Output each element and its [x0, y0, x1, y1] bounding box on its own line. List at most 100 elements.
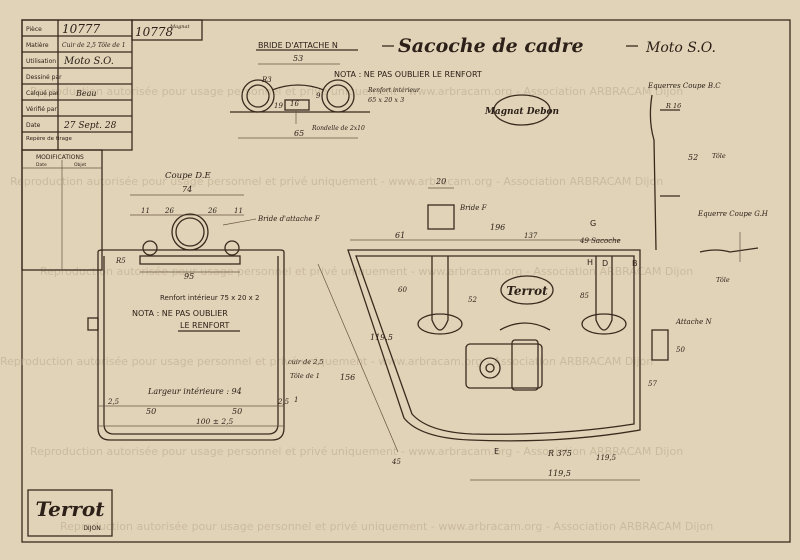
main-dim-57: 57	[648, 380, 657, 388]
label-calque: Calqué par	[26, 90, 59, 97]
watermark-line: Reproduction autorisée pour usage person…	[30, 85, 683, 98]
title-block: Pièce 10777 10778 Magnat Matière Cuir de…	[21, 19, 203, 271]
coupe-gh-label: Equerre Coupe G.H	[697, 210, 769, 218]
bride-dim-9: 9	[316, 92, 321, 100]
bride-dim-r3: R3	[261, 76, 272, 84]
bride-dim-65: 65	[294, 129, 304, 138]
coupe-bride-f: Bride d'attache F	[257, 215, 321, 223]
coupe-dim-100: 100 ± 2,5	[196, 417, 234, 426]
value-utilisation: Moto S.O.	[63, 56, 114, 67]
right-section-views: Equerres Coupe B.C R 16 52 Tôle Equerre …	[647, 82, 769, 284]
main-dim-1195c: 119,5	[548, 469, 571, 478]
footer-terrot-logo: Terrot DIJON	[27, 489, 113, 537]
main-attache-n: Attache N	[675, 318, 713, 326]
main-dim-85: 85	[580, 292, 589, 300]
bride-dim-16: 16	[290, 100, 299, 108]
coupe-nota-line1: NOTA : NE PAS OUBLIER	[132, 309, 228, 318]
main-label-b: B	[632, 259, 638, 268]
footer-logo-text: Terrot	[36, 497, 106, 521]
label-piece: Pièce	[26, 26, 42, 33]
bride-renfort: Renfort intérieur	[367, 87, 421, 94]
coupe-dim-25a: 2,5	[107, 398, 120, 406]
coupe-dim-11a: 11	[141, 207, 150, 215]
main-dim-196: 196	[490, 223, 505, 232]
magnat-debon-stamp: Magnat Debon	[484, 94, 559, 126]
value-piece-2: 10778	[135, 25, 174, 39]
bride-title: BRIDE D'ATTACHE N	[258, 41, 338, 50]
coupe-dim-74: 74	[182, 185, 192, 194]
main-bride-f: Bride F	[459, 204, 488, 212]
main-dim-61: 61	[395, 231, 405, 240]
main-dim-49: 49 Sacoche	[579, 237, 621, 245]
bride-dim-19: 19	[274, 102, 283, 110]
watermark-line: Reproduction autorisée pour usage person…	[40, 265, 693, 278]
main-dim-156: 156	[340, 373, 355, 382]
value-matiere: Cuir de 2,5 Tôle de 1	[62, 42, 126, 49]
coupe-de-title: Coupe D.E	[165, 171, 211, 181]
coupe-dim-1: 1	[294, 396, 298, 404]
value-date: 27 Sept. 28	[63, 121, 117, 131]
coupe-bc-label: Equerres Coupe B.C	[647, 82, 721, 90]
bride-dim-53: 53	[293, 54, 303, 63]
coupe-dim-r5: R5	[115, 257, 126, 265]
main-dim-45: 45	[391, 458, 401, 466]
coupe-largeur: Largeur intérieure : 94	[147, 387, 242, 396]
coupe-gh-tole: Tôle	[716, 276, 730, 284]
coupe-dim-11b: 11	[234, 207, 243, 215]
main-dim-60: 60	[398, 286, 407, 294]
bride-rondelle: Rondelle de 2x10	[311, 125, 365, 132]
main-dim-1195b: 119,5	[596, 454, 617, 462]
drawing-subtitle: Moto S.O.	[645, 40, 716, 56]
drawing-title: Sacoche de cadre	[398, 35, 584, 57]
label-dessine: Dessiné par	[26, 74, 62, 81]
main-terrot-logo: Terrot	[506, 284, 548, 298]
label-utilisation: Utilisation	[26, 58, 56, 65]
main-dim-r375: R 375	[547, 449, 572, 458]
label-repere: Repère de tirage	[26, 135, 73, 142]
value-calque: Beau	[75, 89, 97, 98]
watermark-line: Reproduction autorisée pour usage person…	[60, 520, 713, 533]
modifications-title: MODIFICATIONS	[36, 154, 84, 161]
coupe-dim-50b: 50	[232, 407, 242, 416]
bride-renfort-dim: 65 x 20 x 3	[368, 96, 404, 104]
sheet-border	[21, 19, 791, 543]
coupe-bc-r16: R 16	[665, 102, 681, 110]
main-dim-137: 137	[524, 232, 538, 240]
main-label-h: H	[587, 258, 593, 267]
main-dim-52: 52	[468, 296, 477, 304]
footer-logo-city: DIJON	[83, 525, 100, 532]
coupe-de-view: Coupe D.E 74 11 26 26 11 Bride d'attache…	[87, 171, 324, 441]
coupe-dim-50a: 50	[146, 407, 156, 416]
main-label-g: G	[590, 219, 596, 228]
coupe-cuir: cuir de 2,5	[288, 358, 324, 366]
coupe-tole: Tôle de 1	[290, 372, 320, 380]
value-piece-note: Magnat	[169, 24, 191, 30]
label-matiere: Matière	[26, 42, 49, 49]
main-label-d: D	[602, 259, 608, 268]
bride-attache-view: BRIDE D'ATTACHE N 53 R3 19 16 9 65 NOTA …	[230, 41, 482, 139]
main-side-view: 20 Bride F 61 196 137 49 Sacoche G H D B…	[317, 177, 713, 481]
watermark-line: Reproduction autorisée pour usage person…	[30, 445, 683, 458]
main-dim-119: 119,5	[370, 333, 393, 342]
value-piece: 10777	[62, 22, 101, 36]
coupe-nota-line2: LE RENFORT	[180, 321, 230, 330]
label-verifie: Vérifié par	[26, 106, 57, 113]
coupe-dim-26a: 26	[164, 207, 174, 215]
coupe-renfort: Renfort intérieur 75 x 20 x 2	[160, 294, 259, 302]
main-dim-50: 50	[676, 346, 685, 354]
coupe-dim-25b: 2,5	[277, 398, 290, 406]
main-label-e: E	[494, 447, 499, 456]
bride-nota: NOTA : NE PAS OUBLIER LE RENFORT	[334, 70, 482, 79]
label-date: Date	[26, 122, 41, 129]
coupe-bc-dim-52: 52	[688, 153, 698, 162]
modifications-col-date: Date	[36, 162, 47, 168]
stamp-text: Magnat Debon	[484, 107, 559, 117]
main-dim-20: 20	[435, 177, 446, 186]
coupe-dim-95: 95	[184, 272, 194, 281]
modifications-col-objet: Objet	[74, 162, 86, 168]
coupe-bc-tole: Tôle	[712, 152, 726, 160]
coupe-dim-26b: 26	[207, 207, 217, 215]
